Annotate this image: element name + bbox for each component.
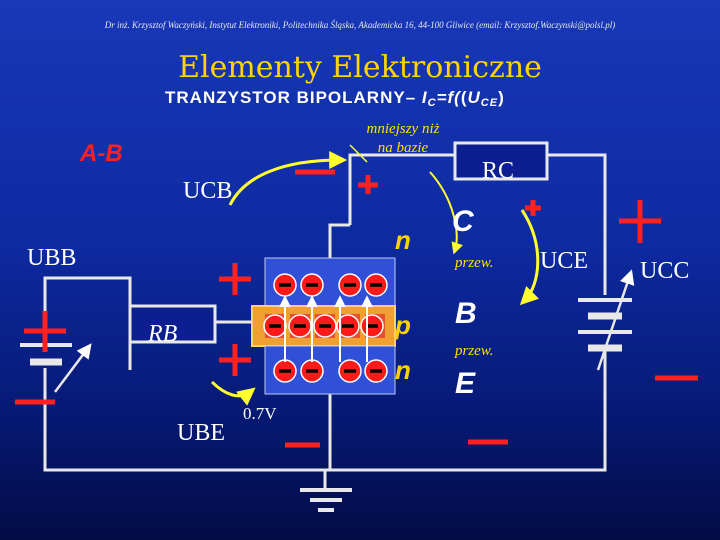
ground-icon	[300, 488, 352, 512]
page-subtitle: TRANZYSTOR BIPOLARNY– IC=f((UCE)	[165, 88, 505, 109]
terminal-c: C	[452, 205, 474, 238]
label-ube: UBE	[177, 420, 225, 446]
circuit-wires	[43, 153, 607, 490]
label-uce: UCE	[540, 248, 588, 274]
label-ucb: UCB	[183, 178, 233, 204]
resistor-rc	[453, 141, 549, 181]
terminal-b: B	[455, 297, 477, 330]
resistor-rb	[128, 304, 217, 344]
label-przew-cb: przew.	[455, 255, 494, 271]
battery-ubb	[20, 343, 92, 393]
terminal-e: E	[455, 367, 476, 400]
label-ubb: UBB	[27, 245, 77, 271]
label-przew-be: przew.	[455, 343, 494, 359]
region-p-base: p	[395, 310, 411, 340]
voltage-arrows	[210, 151, 540, 406]
label-ucc: UCC	[640, 258, 690, 284]
author-line: Dr inż. Krzysztof Waczyński, Instytut El…	[104, 20, 616, 30]
label-rb: RB	[148, 321, 178, 347]
note-mniejszy: mniejszy niż na bazie	[366, 121, 440, 156]
battery-ucc	[578, 269, 635, 371]
label-rc: RC	[482, 158, 515, 184]
page-title: Elementy Elektroniczne	[178, 50, 542, 85]
region-n-emitter: n	[395, 355, 411, 385]
label-ab: A-B	[80, 140, 123, 167]
polarity-signs	[15, 169, 698, 448]
label-voltage-0-7: 0.7V	[243, 404, 277, 423]
note-pointer	[349, 144, 368, 163]
region-n-collector: n	[395, 225, 411, 255]
electron-flow	[263, 273, 388, 383]
